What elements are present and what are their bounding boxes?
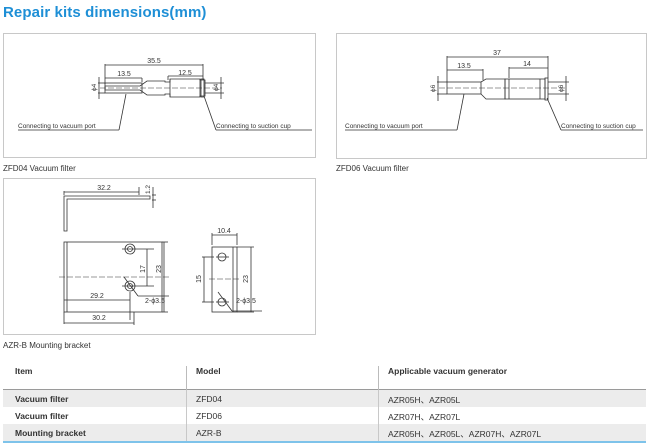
- cell-model: AZR-B: [196, 428, 222, 438]
- label-suction-cup: Connecting to suction cup: [216, 123, 291, 130]
- caption-zfd06: ZFD06 Vacuum filter: [336, 164, 409, 173]
- table-row: Vacuum filter ZFD06 AZR07H、AZR07L: [3, 407, 646, 424]
- column-divider: [378, 424, 379, 441]
- label-suction-cup: Connecting to suction cup: [561, 123, 636, 130]
- column-divider: [186, 407, 187, 424]
- azr-b-drawing: 32.2 1.2 17 23 29.2 30.2 2-ϕ3.5 10.4 15 …: [59, 185, 262, 325]
- figure-zfd06: 37 13.5 14 ϕ6 ϕ6 Connecting to vacuum po…: [336, 33, 647, 159]
- column-divider: [378, 390, 379, 407]
- cell-model: ZFD06: [196, 411, 222, 421]
- zfd04-drawing: 35.5 13.5 12.5 ϕ4 ϕ4 Connecting to vacuu…: [18, 58, 312, 131]
- dim-holes-b: 2-ϕ3.5: [236, 298, 256, 305]
- dim-hole-pitch-b: 15: [196, 275, 203, 283]
- dim-left: 13.5: [457, 63, 471, 70]
- column-divider: [378, 407, 379, 424]
- dim-height-b: 23: [243, 275, 250, 283]
- dim-overall: 35.5: [147, 58, 161, 65]
- page-title: Repair kits dimensions(mm): [3, 4, 207, 21]
- dim-outer: 30.2: [92, 315, 106, 322]
- table-row: Mounting bracket AZR-B AZR05H、AZR05L、AZR…: [3, 424, 646, 441]
- dim-overall: 37: [493, 50, 501, 57]
- zfd06-drawing: 37 13.5 14 ϕ6 ϕ6 Connecting to vacuum po…: [345, 50, 643, 131]
- cell-generator: AZR05H、AZR05L: [388, 395, 461, 405]
- dim-dia-left: ϕ4: [91, 83, 98, 91]
- bracket-side-view: [63, 195, 151, 232]
- figure-azr-b: 32.2 1.2 17 23 29.2 30.2 2-ϕ3.5 10.4 15 …: [3, 178, 316, 335]
- table-header: Item Model Applicable vacuum generator: [3, 358, 646, 390]
- cell-item: Mounting bracket: [15, 428, 86, 438]
- specs-table: Item Model Applicable vacuum generator V…: [3, 358, 646, 443]
- cell-item: Vacuum filter: [15, 394, 69, 404]
- caption-zfd04: ZFD04 Vacuum filter: [3, 164, 76, 173]
- caption-azr-b: AZR-B Mounting bracket: [3, 341, 91, 350]
- dim-right: 14: [523, 61, 531, 68]
- header-model: Model: [196, 366, 221, 376]
- column-divider: [378, 366, 379, 390]
- cell-generator: AZR05H、AZR05L、AZR07H、AZR07L: [388, 429, 542, 439]
- column-divider: [186, 390, 187, 407]
- dim-left: 13.5: [117, 71, 131, 78]
- dim-holes-a: 2-ϕ3.5: [145, 298, 165, 305]
- cell-model: ZFD04: [196, 394, 222, 404]
- dim-inner: 29.2: [90, 293, 104, 300]
- table-bottom-rule: [3, 441, 646, 443]
- column-divider: [186, 424, 187, 441]
- dim-width-b: 10.4: [217, 228, 231, 235]
- dim-hole-pitch-a: 17: [140, 265, 147, 273]
- cell-item: Vacuum filter: [15, 411, 69, 421]
- label-vacuum-port: Connecting to vacuum port: [18, 123, 96, 130]
- cell-generator: AZR07H、AZR07L: [388, 412, 461, 422]
- figure-zfd04: 35.5 13.5 12.5 ϕ4 ϕ4 Connecting to vacuu…: [3, 33, 316, 158]
- label-vacuum-port: Connecting to vacuum port: [345, 123, 423, 130]
- dim-dia-left: ϕ6: [430, 84, 437, 92]
- header-generator: Applicable vacuum generator: [388, 366, 508, 376]
- dim-height-a: 23: [156, 265, 163, 273]
- dim-right: 12.5: [178, 70, 192, 77]
- table-row: Vacuum filter ZFD04 AZR05H、AZR05L: [3, 390, 646, 407]
- dim-dia-right: ϕ4: [213, 83, 220, 91]
- dim-top-length: 32.2: [97, 185, 111, 192]
- dim-thickness: 1.2: [145, 185, 152, 194]
- filter-body: [104, 78, 206, 98]
- column-divider: [186, 366, 187, 390]
- header-item: Item: [15, 366, 33, 376]
- dim-dia-right: ϕ6: [558, 84, 565, 92]
